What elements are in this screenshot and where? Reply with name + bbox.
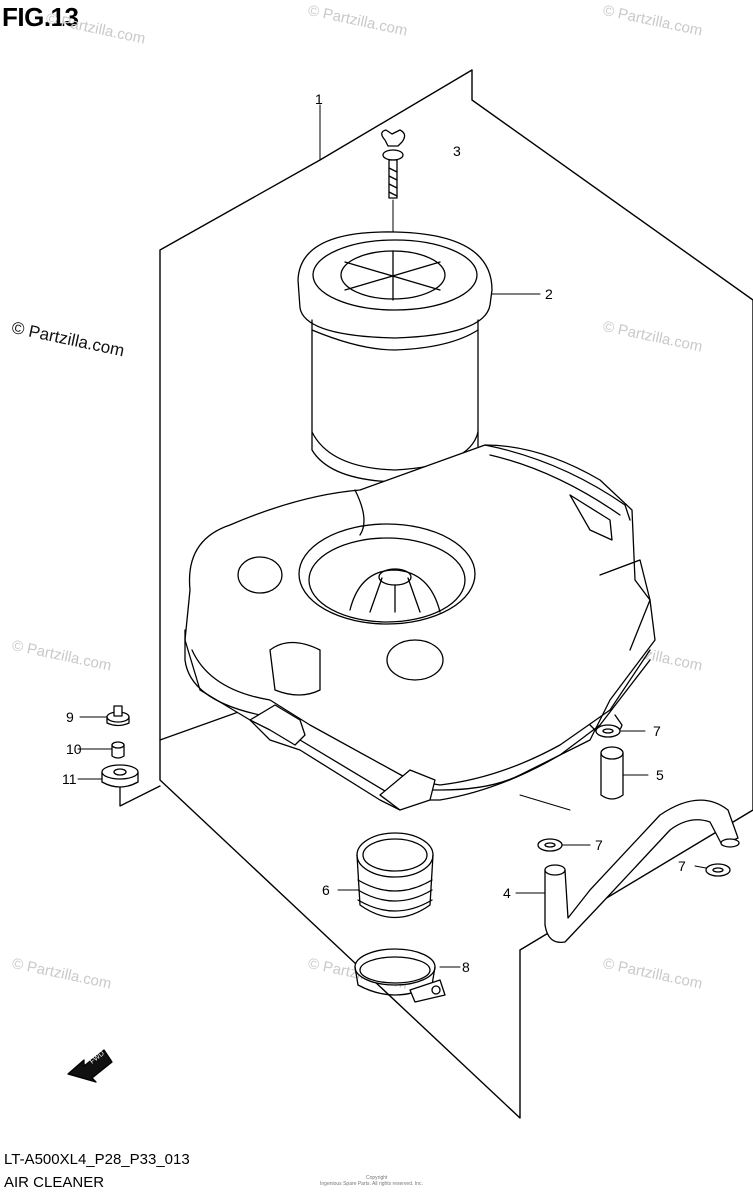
copyright-detail: Ingenious Spare Parts. All rights reserv…	[320, 1181, 423, 1187]
callout-9: 9	[66, 709, 74, 725]
forward-arrow-icon	[67, 1049, 113, 1083]
callout-7b: 7	[595, 837, 603, 853]
callout-6: 6	[322, 882, 330, 898]
assembly-frame	[159, 69, 753, 1119]
callout-11: 11	[62, 771, 77, 787]
callout-10: 10	[66, 741, 82, 757]
air-filter-element	[297, 231, 493, 483]
callout-2: 2	[545, 286, 553, 302]
wing-bolt-part	[381, 129, 406, 199]
short-hose-part	[600, 746, 624, 800]
collar-part-10	[111, 741, 125, 759]
clip-part-7c	[705, 863, 731, 877]
air-cleaner-case	[184, 444, 656, 811]
callout-5: 5	[656, 767, 664, 783]
diagram-name: AIR CLEANER	[4, 1174, 105, 1191]
copyright-label: Copyright	[366, 1175, 388, 1181]
figure-number: FIG.13	[2, 2, 79, 32]
diagram-code: LT-A500XL4_P28_P33_013	[4, 1151, 190, 1168]
callout-3: 3	[453, 143, 461, 159]
callout-1: 1	[315, 91, 323, 107]
grommet-part-11	[101, 764, 139, 788]
clip-part-7b	[537, 838, 563, 852]
callout-4: 4	[503, 885, 511, 901]
callout-7a: 7	[653, 723, 661, 739]
bolt-part-9	[106, 705, 130, 727]
long-hose-part	[544, 799, 740, 944]
clamp-part	[354, 948, 446, 1003]
clip-part-7a	[595, 724, 621, 738]
callout-7c: 7	[678, 858, 686, 874]
intake-joint-part	[356, 832, 434, 918]
callout-8: 8	[462, 959, 470, 975]
